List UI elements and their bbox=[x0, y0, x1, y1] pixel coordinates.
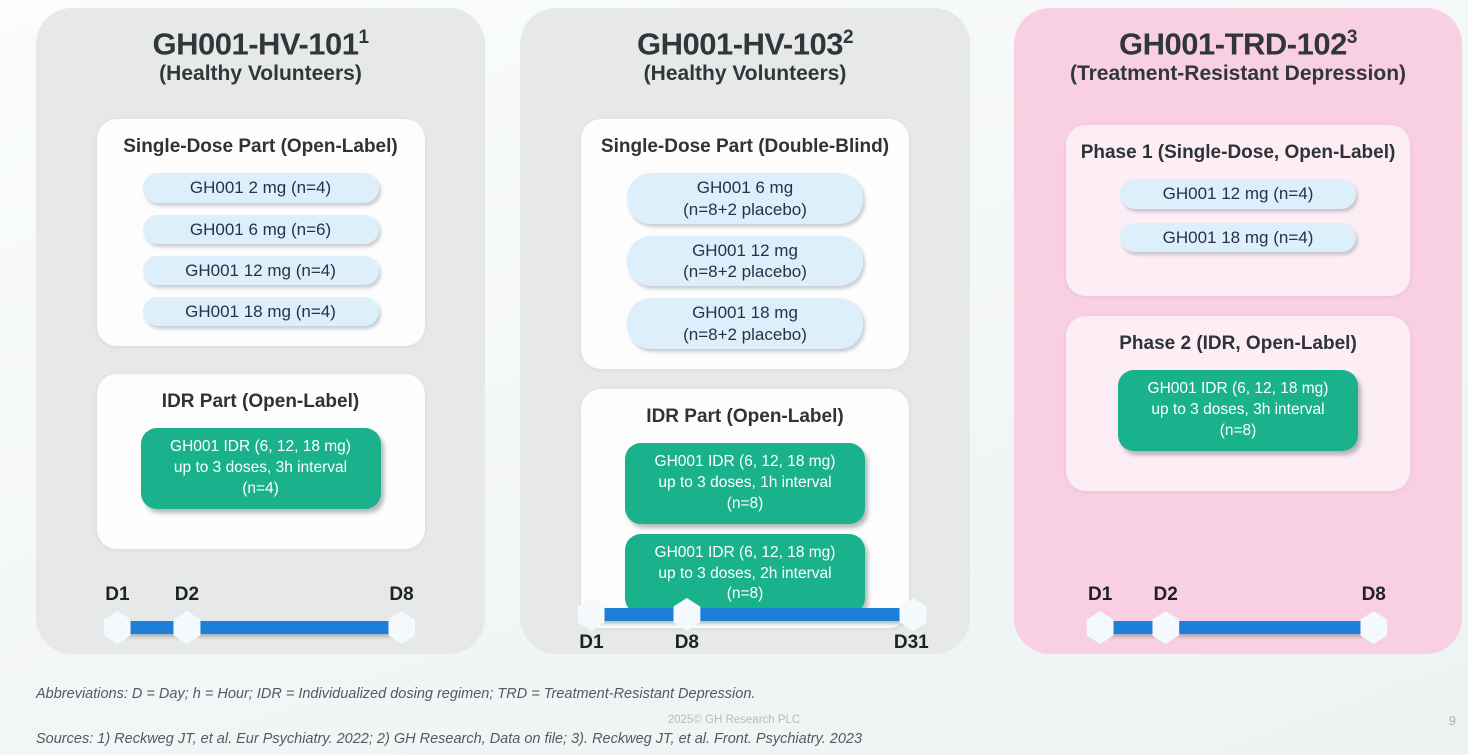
timeline: D1 D2 D8 bbox=[103, 584, 416, 644]
panel-title: GH001-TRD-1023 bbox=[1014, 20, 1462, 62]
timeline-label: D1 bbox=[105, 584, 130, 605]
card-phase-2: Phase 2 (IDR, Open-Label) GH001 IDR (6, … bbox=[1066, 315, 1410, 491]
panel-gh001-hv-101: GH001-HV-1011 (Healthy Volunteers) Singl… bbox=[36, 8, 485, 654]
panel-subtitle: (Healthy Volunteers) bbox=[643, 62, 847, 86]
card-phase-1: Phase 1 (Single-Dose, Open-Label) GH001 … bbox=[1066, 125, 1410, 296]
timeline-label: D8 bbox=[1361, 584, 1386, 605]
panel-title: GH001-HV-1011 bbox=[36, 20, 485, 62]
dose-pill: GH001 18 mg (n=4) bbox=[1120, 222, 1356, 252]
dose-pill-list: GH001 2 mg (n=4) GH001 6 mg (n=6) GH001 … bbox=[97, 173, 425, 327]
card-single-dose-part: Single-Dose Part (Open-Label) GH001 2 mg… bbox=[96, 119, 425, 347]
dose-pill: GH001 2 mg (n=4) bbox=[142, 173, 379, 203]
timeline-label: D1 bbox=[1087, 584, 1113, 605]
dose-pill: GH001 6 mg (n=8+2 placebo) bbox=[627, 173, 863, 224]
dose-pill: GH001 18 mg (n=8+2 placebo) bbox=[627, 298, 863, 349]
panel-title-superscript: 2 bbox=[842, 27, 854, 48]
idr-dose-box: GH001 IDR (6, 12, 18 mg) up to 3 doses, … bbox=[1118, 369, 1358, 451]
abbreviations-note: Abbreviations: D = Day; h = Hour; IDR = … bbox=[36, 686, 756, 702]
panel-subtitle: (Healthy Volunteers) bbox=[159, 62, 362, 86]
idr-dose-box: GH001 IDR (6, 12, 18 mg) up to 3 doses, … bbox=[625, 442, 865, 524]
dose-pill: GH001 18 mg (n=4) bbox=[142, 297, 379, 327]
timeline-bar bbox=[583, 608, 918, 621]
dose-pill-list: GH001 12 mg (n=4) GH001 18 mg (n=4) bbox=[1066, 179, 1410, 252]
timeline: D1 D2 D8 bbox=[1086, 584, 1388, 644]
timeline-label: D8 bbox=[389, 584, 414, 605]
dose-pill: GH001 12 mg (n=4) bbox=[1120, 179, 1356, 209]
timeline-label: D2 bbox=[174, 584, 200, 605]
panel-gh001-trd-102: GH001-TRD-1023 (Treatment-Resistant Depr… bbox=[1014, 8, 1462, 654]
idr-dose-list: GH001 IDR (6, 12, 18 mg) up to 3 doses, … bbox=[97, 428, 425, 510]
timeline-marker-icon bbox=[1152, 611, 1180, 644]
timeline-marker-icon bbox=[103, 611, 131, 644]
panel-title-text: GH001-HV-101 bbox=[152, 26, 359, 62]
page-number: 9 bbox=[1448, 713, 1456, 728]
copyright-note: 2025© GH Research PLC bbox=[667, 714, 801, 726]
panel-gh001-hv-103: GH001-HV-1032 (Healthy Volunteers) Singl… bbox=[520, 8, 970, 654]
card-heading: Single-Dose Part (Double-Blind) bbox=[600, 136, 890, 158]
idr-dose-box: GH001 IDR (6, 12, 18 mg) up to 3 doses, … bbox=[140, 428, 381, 510]
dose-pill: GH001 6 mg (n=6) bbox=[142, 214, 379, 244]
timeline-marker-icon bbox=[1086, 611, 1114, 644]
timeline-label: D31 bbox=[893, 632, 929, 653]
panel-title-text: GH001-TRD-102 bbox=[1119, 26, 1347, 62]
card-heading: Phase 2 (IDR, Open-Label) bbox=[1119, 332, 1357, 354]
timeline-label: D8 bbox=[674, 632, 699, 653]
sources-note: Sources: 1) Reckweg JT, et al. Eur Psych… bbox=[36, 731, 863, 747]
dose-pill-list: GH001 6 mg (n=8+2 placebo) GH001 12 mg (… bbox=[581, 173, 909, 349]
timeline-bar bbox=[110, 621, 406, 634]
idr-dose-box: GH001 IDR (6, 12, 18 mg) up to 3 doses, … bbox=[625, 533, 865, 615]
card-heading: IDR Part (Open-Label) bbox=[161, 391, 360, 413]
card-single-dose-part: Single-Dose Part (Double-Blind) GH001 6 … bbox=[581, 119, 909, 369]
card-idr-part: IDR Part (Open-Label) GH001 IDR (6, 12, … bbox=[581, 388, 909, 629]
timeline-marker-icon bbox=[173, 611, 201, 644]
timeline-label: D1 bbox=[579, 632, 604, 653]
card-heading: Phase 1 (Single-Dose, Open-Label) bbox=[1080, 142, 1396, 164]
panel-title-superscript: 1 bbox=[358, 27, 369, 48]
timeline-marker-icon bbox=[673, 598, 701, 631]
card-idr-part: IDR Part (Open-Label) GH001 IDR (6, 12, … bbox=[96, 374, 425, 550]
dose-pill: GH001 12 mg (n=8+2 placebo) bbox=[627, 235, 863, 287]
card-heading: Single-Dose Part (Open-Label) bbox=[123, 136, 398, 158]
timeline-label: D2 bbox=[1153, 584, 1178, 605]
timeline-marker-icon bbox=[1360, 611, 1388, 644]
panel-title-text: GH001-HV-103 bbox=[636, 26, 843, 62]
idr-dose-list: GH001 IDR (6, 12, 18 mg) up to 3 doses, … bbox=[581, 442, 909, 615]
timeline-bar bbox=[1093, 621, 1378, 634]
dose-pill: GH001 12 mg (n=4) bbox=[142, 255, 379, 286]
timeline-marker-icon bbox=[388, 611, 416, 644]
panel-title-superscript: 3 bbox=[1346, 27, 1358, 48]
card-heading: IDR Part (Open-Label) bbox=[646, 405, 844, 427]
idr-dose-list: GH001 IDR (6, 12, 18 mg) up to 3 doses, … bbox=[1066, 369, 1410, 451]
panel-subtitle: (Treatment-Resistant Depression) bbox=[1069, 62, 1407, 86]
panel-title: GH001-HV-1032 bbox=[520, 20, 970, 62]
timeline-marker-icon bbox=[899, 598, 927, 631]
timeline: D1 D8 D31 bbox=[577, 598, 929, 654]
